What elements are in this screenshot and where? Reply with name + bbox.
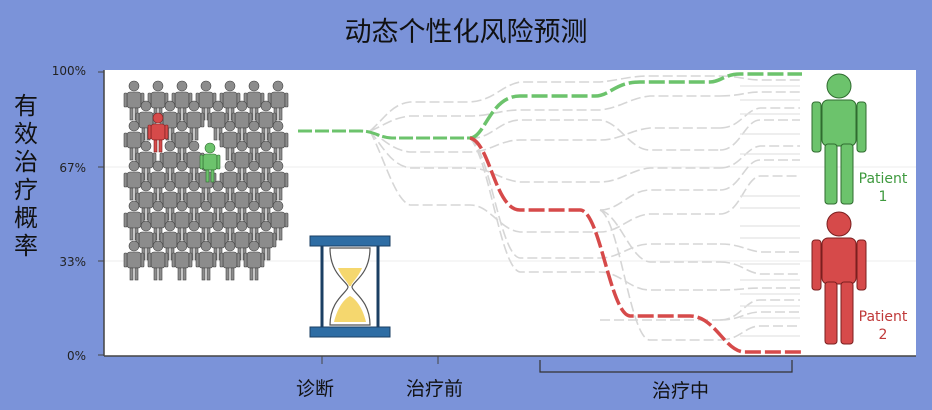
y-label-char: 率 (14, 232, 38, 260)
shared-path (298, 129, 470, 140)
patient1-person-icon (811, 73, 867, 205)
phase-label-during-treatment: 治疗中 (652, 380, 710, 402)
hourglass-icon (309, 235, 391, 338)
patient2-label-text: Patient (858, 309, 908, 325)
y-tick-33: 33% (59, 255, 86, 269)
patient1-trajectory (469, 72, 802, 140)
patient1-label-number: 1 (878, 189, 888, 205)
y-tick-100: 100% (51, 64, 86, 78)
treatment-bracket (539, 360, 793, 373)
possible-paths (369, 75, 800, 341)
patient2-label: Patient 2 (848, 308, 918, 344)
y-axis-label: 有 效 治 疗 概 率 (12, 92, 40, 260)
y-label-char: 有 (14, 92, 38, 120)
y-tick-67: 67% (59, 161, 86, 175)
patient1-label: Patient 1 (848, 170, 918, 206)
patient1-label-text: Patient (858, 171, 908, 187)
patient2-label-number: 2 (878, 327, 888, 343)
patient2-trajectory (469, 136, 802, 354)
y-label-char: 概 (14, 204, 38, 232)
page-title: 动态个性化风险预测 (344, 17, 588, 48)
patient2-person-icon (811, 211, 867, 345)
y-tick-0: 0% (66, 349, 86, 363)
y-label-char: 疗 (14, 176, 38, 204)
phase-label-pretreatment: 治疗前 (406, 378, 464, 400)
y-label-char: 治 (14, 148, 38, 176)
y-label-char: 效 (14, 120, 38, 148)
phase-label-diagnosis: 诊断 (296, 378, 335, 400)
right-fan-lines (740, 85, 800, 337)
